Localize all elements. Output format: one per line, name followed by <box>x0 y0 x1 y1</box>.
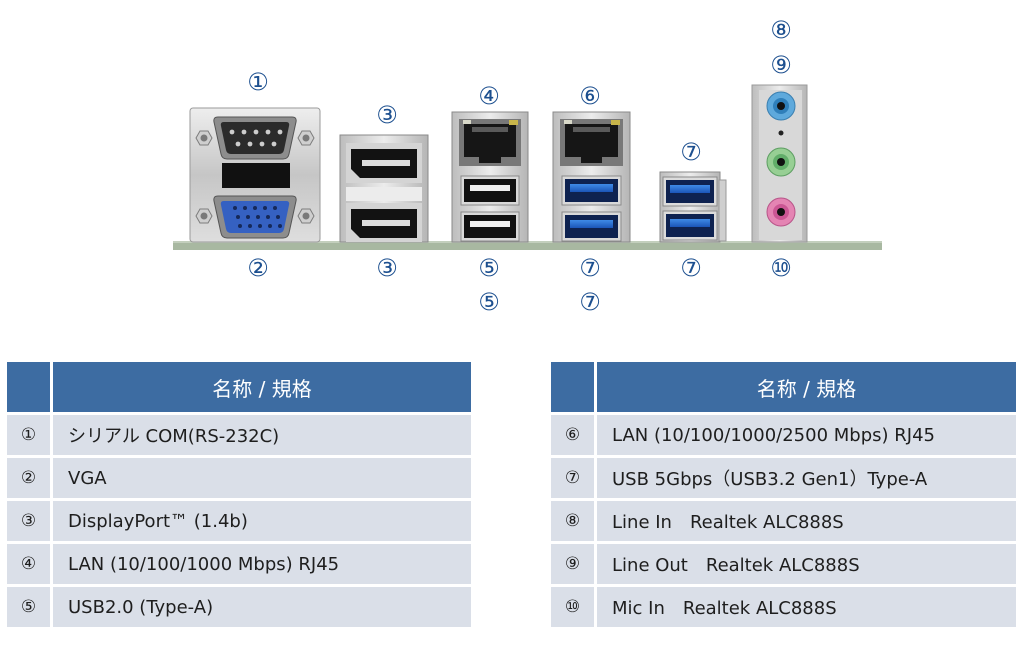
callout-line-in: ⑧ <box>770 16 792 44</box>
usb2-port-bottom <box>460 211 520 242</box>
led-icon <box>509 120 518 125</box>
row-number: ⑦ <box>551 458 594 498</box>
lan-port-2-5g <box>560 119 623 166</box>
callout-usb3: ⑦ <box>680 138 702 166</box>
row-spec: LAN (10/100/1000 Mbps) RJ45 <box>53 544 471 584</box>
spec-table-right: 名称 / 規格 ⑥ LAN (10/100/1000/2500 Mbps) RJ… <box>551 362 1016 627</box>
callout-vga: ② <box>247 254 269 282</box>
rear-io-diagram: ① ② ③ ③ ④ ⑤ ⑤ ⑥ ⑦ ⑦ ⑦ ⑦ ⑧ ⑨ ⑩ <box>173 16 882 316</box>
row-spec: VGA <box>53 458 471 498</box>
usb2-port-top <box>460 175 520 206</box>
callout-displayport: ③ <box>376 101 398 129</box>
row-spec: USB 5Gbps（USB3.2 Gen1）Type-A <box>597 458 1016 498</box>
callout-line-out: ⑨ <box>770 51 792 79</box>
lan-port-1g <box>459 119 521 166</box>
row-number: ⑨ <box>551 544 594 584</box>
row-number: ⑥ <box>551 415 594 455</box>
row-spec: Mic In Realtek ALC888S <box>597 587 1016 627</box>
row-number: ② <box>7 458 50 498</box>
lan-usb3-stack <box>552 111 631 243</box>
row-number: ④ <box>7 544 50 584</box>
lan-usb2-stack <box>451 111 529 243</box>
table-header: 名称 / 規格 <box>53 362 471 412</box>
com-port <box>213 116 297 160</box>
com-vga-bracket <box>189 107 321 243</box>
usb3-port-top <box>662 176 718 207</box>
displayport-top <box>351 149 417 178</box>
callout-usb3: ⑦ <box>680 254 702 282</box>
row-spec: シリアル COM(RS-232C) <box>53 415 471 455</box>
row-number: ⑤ <box>7 587 50 627</box>
row-number: ③ <box>7 501 50 541</box>
row-spec: LAN (10/100/1000/2500 Mbps) RJ45 <box>597 415 1016 455</box>
callout-lan-1g: ④ <box>478 82 500 110</box>
led-icon <box>463 120 471 124</box>
led-icon <box>564 120 572 124</box>
mic-in-jack <box>766 197 796 227</box>
callout-displayport: ③ <box>376 254 398 282</box>
displayport-bottom <box>351 209 417 238</box>
table-header: 名称 / 規格 <box>597 362 1016 412</box>
audio-jack-stack <box>751 84 808 243</box>
usb3-port-top <box>561 175 622 206</box>
table-header-number-cell <box>551 362 594 412</box>
row-spec: Line In Realtek ALC888S <box>597 501 1016 541</box>
led-icon <box>611 120 620 125</box>
row-number: ① <box>7 415 50 455</box>
callout-usb3: ⑦ <box>579 254 601 282</box>
spec-table-left: 名称 / 規格 ① シリアル COM(RS-232C) ② VGA ③ Disp… <box>7 362 471 627</box>
callout-usb2: ⑤ <box>478 288 500 316</box>
row-number: ⑩ <box>551 587 594 627</box>
callout-com: ① <box>247 68 269 96</box>
vga-port <box>213 195 297 239</box>
callout-usb2: ⑤ <box>478 254 500 282</box>
row-spec: DisplayPort™ (1.4b) <box>53 501 471 541</box>
row-spec: Line Out Realtek ALC888S <box>597 544 1016 584</box>
callout-lan-2-5g: ⑥ <box>579 82 601 110</box>
row-spec: USB2.0 (Type-A) <box>53 587 471 627</box>
bracket-window <box>222 163 290 188</box>
callout-usb3: ⑦ <box>579 288 601 316</box>
line-in-jack <box>766 91 796 121</box>
usb3-dual-stack <box>659 171 727 243</box>
displayport-stack <box>339 134 429 243</box>
usb3-port-bottom <box>561 211 622 242</box>
row-number: ⑧ <box>551 501 594 541</box>
callout-mic-in: ⑩ <box>770 254 792 282</box>
hex-screw-icon <box>195 130 315 224</box>
indicator-dot <box>778 130 784 136</box>
line-out-jack <box>766 147 796 177</box>
usb3-port-bottom <box>662 210 718 241</box>
table-header-number-cell <box>7 362 50 412</box>
